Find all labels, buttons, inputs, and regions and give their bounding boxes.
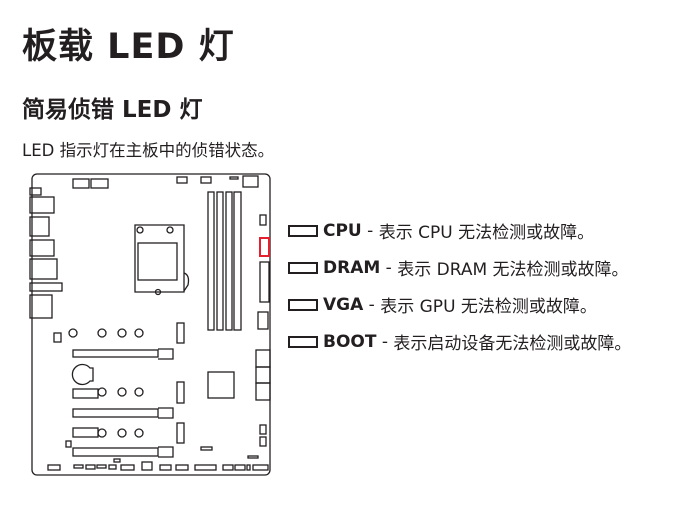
- legend-sep: -: [361, 220, 379, 241]
- legend-name: CPU: [323, 220, 362, 241]
- led-icon: [288, 298, 318, 311]
- legend-name: DRAM: [323, 257, 381, 278]
- legend-sep: -: [380, 257, 398, 278]
- led-legend: CPU - 表示 CPU 无法检测或故障。 DRAM - 表示 DRAM 无法检…: [288, 212, 631, 360]
- led-icon: [288, 224, 318, 237]
- section-title: 简易侦错 LED 灯: [22, 97, 203, 123]
- legend-text: 表示 GPU 无法检测或故障。: [380, 297, 597, 317]
- legend-sep: -: [363, 294, 381, 315]
- legend-item-vga: VGA - 表示 GPU 无法检测或故障。: [288, 286, 631, 323]
- legend-text: 表示 DRAM 无法检测或故障。: [397, 260, 629, 280]
- legend-item-boot: BOOT - 表示启动设备无法检测或故障。: [288, 323, 631, 360]
- legend-sep: -: [376, 331, 394, 352]
- led-icon: [288, 261, 318, 274]
- led-icon: [288, 335, 318, 348]
- led-position-highlight: [259, 237, 270, 257]
- legend-text: 表示启动设备无法检测或故障。: [393, 334, 632, 354]
- legend-item-cpu: CPU - 表示 CPU 无法检测或故障。: [288, 212, 631, 249]
- description: LED 指示灯在主板中的侦错状态。: [22, 141, 275, 160]
- legend-name: VGA: [323, 294, 364, 315]
- legend-item-dram: DRAM - 表示 DRAM 无法检测或故障。: [288, 249, 631, 286]
- legend-text: 表示 CPU 无法检测或故障。: [378, 223, 595, 243]
- legend-name: BOOT: [323, 331, 377, 352]
- page-title: 板载 LED 灯: [22, 27, 235, 67]
